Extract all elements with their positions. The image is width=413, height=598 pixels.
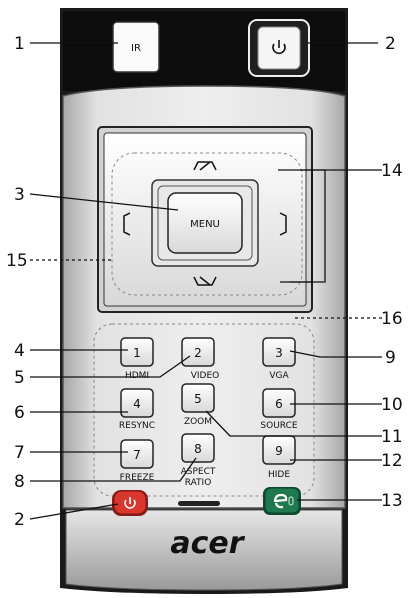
callout-7: 7: [14, 443, 25, 463]
key-7[interactable]: 7: [120, 439, 154, 469]
key-1[interactable]: 1: [120, 337, 154, 367]
power-icon: [272, 40, 286, 55]
callout-9: 9: [385, 348, 396, 368]
key-2-label: VIDEO: [191, 371, 220, 381]
callout-10: 10: [381, 395, 403, 415]
ir-label: IR: [131, 43, 141, 54]
callout-16: 16: [381, 309, 403, 329]
key-5[interactable]: 5: [181, 383, 215, 413]
right-arrow-icon[interactable]: [279, 212, 287, 236]
keystone-down-icon[interactable]: [193, 276, 217, 286]
callout-2: 2: [385, 34, 396, 54]
power-button-top[interactable]: [248, 19, 310, 77]
ir-button[interactable]: IR: [112, 21, 160, 73]
key-7-number: 7: [133, 448, 141, 462]
remote-bottom: [65, 509, 343, 591]
key-9-label: HIDE: [268, 470, 290, 480]
key-3-label: VGA: [269, 371, 289, 381]
callout-lines: [29, 42, 382, 520]
key-1-number: 1: [133, 346, 141, 360]
callout-numbers: 1 2 3 14 15 4 16 5 9 6 10 11 7 12 8 13 2: [6, 34, 403, 530]
key-6[interactable]: 6: [262, 388, 296, 418]
key-5-label: ZOOM: [184, 417, 212, 427]
key-3-number: 3: [275, 346, 283, 360]
callout-8: 8: [14, 472, 25, 492]
callout-15: 15: [6, 251, 28, 271]
power-icon: [124, 497, 136, 509]
key-1-label: HDMI: [125, 371, 149, 381]
key-8-label-line1: ASPECT: [181, 467, 216, 477]
directional-pad: MENU: [97, 126, 313, 313]
power-button-bottom[interactable]: [112, 490, 148, 516]
callout-13: 13: [381, 491, 403, 511]
key-4[interactable]: 4: [120, 388, 154, 418]
key-3[interactable]: 3: [262, 337, 296, 367]
keystone-up-icon[interactable]: [193, 161, 217, 171]
key-4-number: 4: [133, 397, 141, 411]
center-slot: [178, 501, 220, 506]
callout-5: 5: [14, 368, 25, 388]
keystone-dashed-region: [111, 152, 303, 296]
key-7-label: FREEZE: [120, 473, 155, 483]
callout-11: 11: [381, 427, 403, 447]
callout-14: 14: [381, 161, 403, 181]
number-keypad: 1 HDMI 2 VIDEO 3 VGA 4 RESYNC 5 ZOOM 6 S…: [93, 323, 315, 516]
key-2-number: 2: [194, 346, 202, 360]
brand-logo-text: acer: [170, 526, 245, 561]
key-8-label-line2: RATIO: [185, 478, 212, 488]
key-6-label: SOURCE: [260, 421, 297, 431]
acer-logo: acer: [170, 526, 245, 561]
key-6-number: 6: [275, 397, 283, 411]
key-5-number: 5: [194, 392, 202, 406]
key-8-number: 8: [194, 442, 202, 456]
callout-1: 1: [14, 34, 25, 54]
menu-label: MENU: [190, 219, 220, 230]
callout-6: 6: [14, 403, 25, 423]
empowering-button[interactable]: [263, 487, 301, 515]
callout-2-bottom: 2: [14, 510, 25, 530]
menu-button[interactable]: MENU: [167, 192, 243, 254]
callout-4: 4: [14, 341, 25, 361]
keypad-dashed-region: [93, 323, 315, 497]
callout-3: 3: [14, 185, 25, 205]
key-2[interactable]: 2: [181, 337, 215, 367]
key-9-number: 9: [275, 444, 283, 458]
empowering-e-icon: [273, 493, 294, 509]
key-4-label: RESYNC: [119, 421, 155, 431]
callout-12: 12: [381, 451, 403, 471]
left-arrow-icon[interactable]: [123, 212, 131, 236]
key-8[interactable]: 8: [181, 433, 215, 463]
